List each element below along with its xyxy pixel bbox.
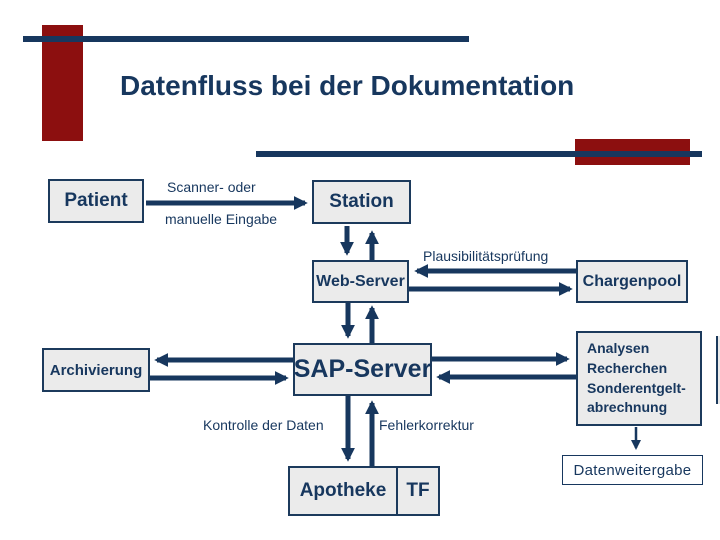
box-datenweitergabe: Datenweitergabe [562, 455, 703, 485]
box-web-server: Web-Server [312, 260, 409, 303]
box-apotheke: Apotheke [288, 466, 398, 516]
box-analysen-line-1: Analysen [587, 340, 650, 357]
box-analysen-line-4: abrechnung [587, 399, 668, 416]
box-analysen: Analysen Recherchen Sonderentgelt- abrec… [576, 331, 702, 426]
box-tf-label: TF [406, 480, 430, 501]
box-chargenpool-label: Chargenpool [582, 272, 682, 290]
decor-blue-line-middle [256, 151, 702, 157]
label-plausibilitaetspruefung: Plausibilitätsprüfung [423, 248, 549, 264]
decor-red-bar-top-left [42, 25, 83, 141]
label-scanner-oder: Scanner- oder [167, 179, 256, 195]
box-sap-server-label: SAP-Server [293, 355, 432, 383]
box-patient-label: Patient [64, 190, 128, 211]
label-fehlerkorrektur: Fehlerkorrektur [379, 417, 474, 433]
box-archivierung: Archivierung [42, 348, 150, 392]
box-web-server-label: Web-Server [316, 272, 405, 290]
box-datenweitergabe-label: Datenweitergabe [573, 461, 692, 479]
box-station-label: Station [329, 191, 394, 212]
label-kontrolle-der-daten: Kontrolle der Daten [203, 417, 324, 433]
box-analysen-line-2: Recherchen [587, 359, 668, 376]
box-analysen-line-3: Sonderentgelt- [587, 379, 686, 396]
decor-blue-line-top [23, 36, 469, 42]
box-apotheke-label: Apotheke [299, 480, 387, 501]
box-station: Station [312, 180, 411, 224]
slide-title: Datenfluss bei der Dokumentation [120, 70, 575, 101]
box-tf: TF [396, 466, 440, 516]
decor-cutoff-box-edge [716, 336, 720, 404]
box-chargenpool: Chargenpool [576, 260, 688, 303]
box-patient: Patient [48, 179, 144, 223]
label-manuelle-eingabe: manuelle Eingabe [165, 211, 278, 227]
box-sap-server: SAP-Server [293, 343, 432, 396]
box-archivierung-label: Archivierung [49, 361, 143, 379]
